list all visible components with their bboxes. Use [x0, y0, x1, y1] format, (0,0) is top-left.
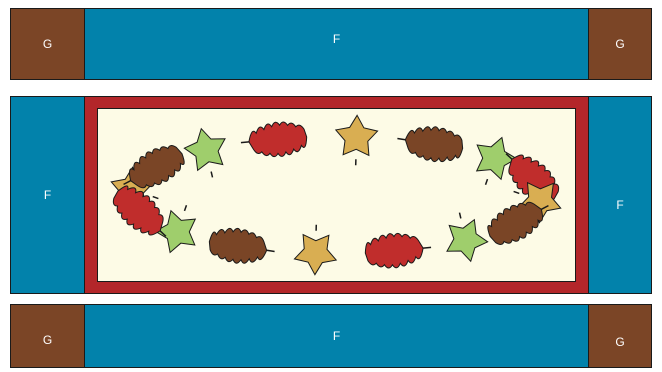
bottom-right-corner-g: G	[588, 304, 652, 368]
leaf-oak	[207, 224, 277, 268]
bottom-border-f: F	[84, 304, 589, 368]
bottom-right-label: G	[615, 335, 624, 349]
bottom-left-corner-g: G	[10, 304, 85, 368]
leaf-oak	[395, 121, 465, 165]
leaf-maple	[439, 208, 491, 266]
leaf-maple	[335, 115, 378, 166]
bottom-center-label: F	[333, 329, 340, 343]
leaf-oak	[364, 230, 433, 270]
bottom-left-label: G	[43, 333, 52, 347]
leaf-maple	[181, 124, 233, 182]
leaf-oak	[239, 120, 308, 160]
leaf-maple	[294, 224, 337, 275]
